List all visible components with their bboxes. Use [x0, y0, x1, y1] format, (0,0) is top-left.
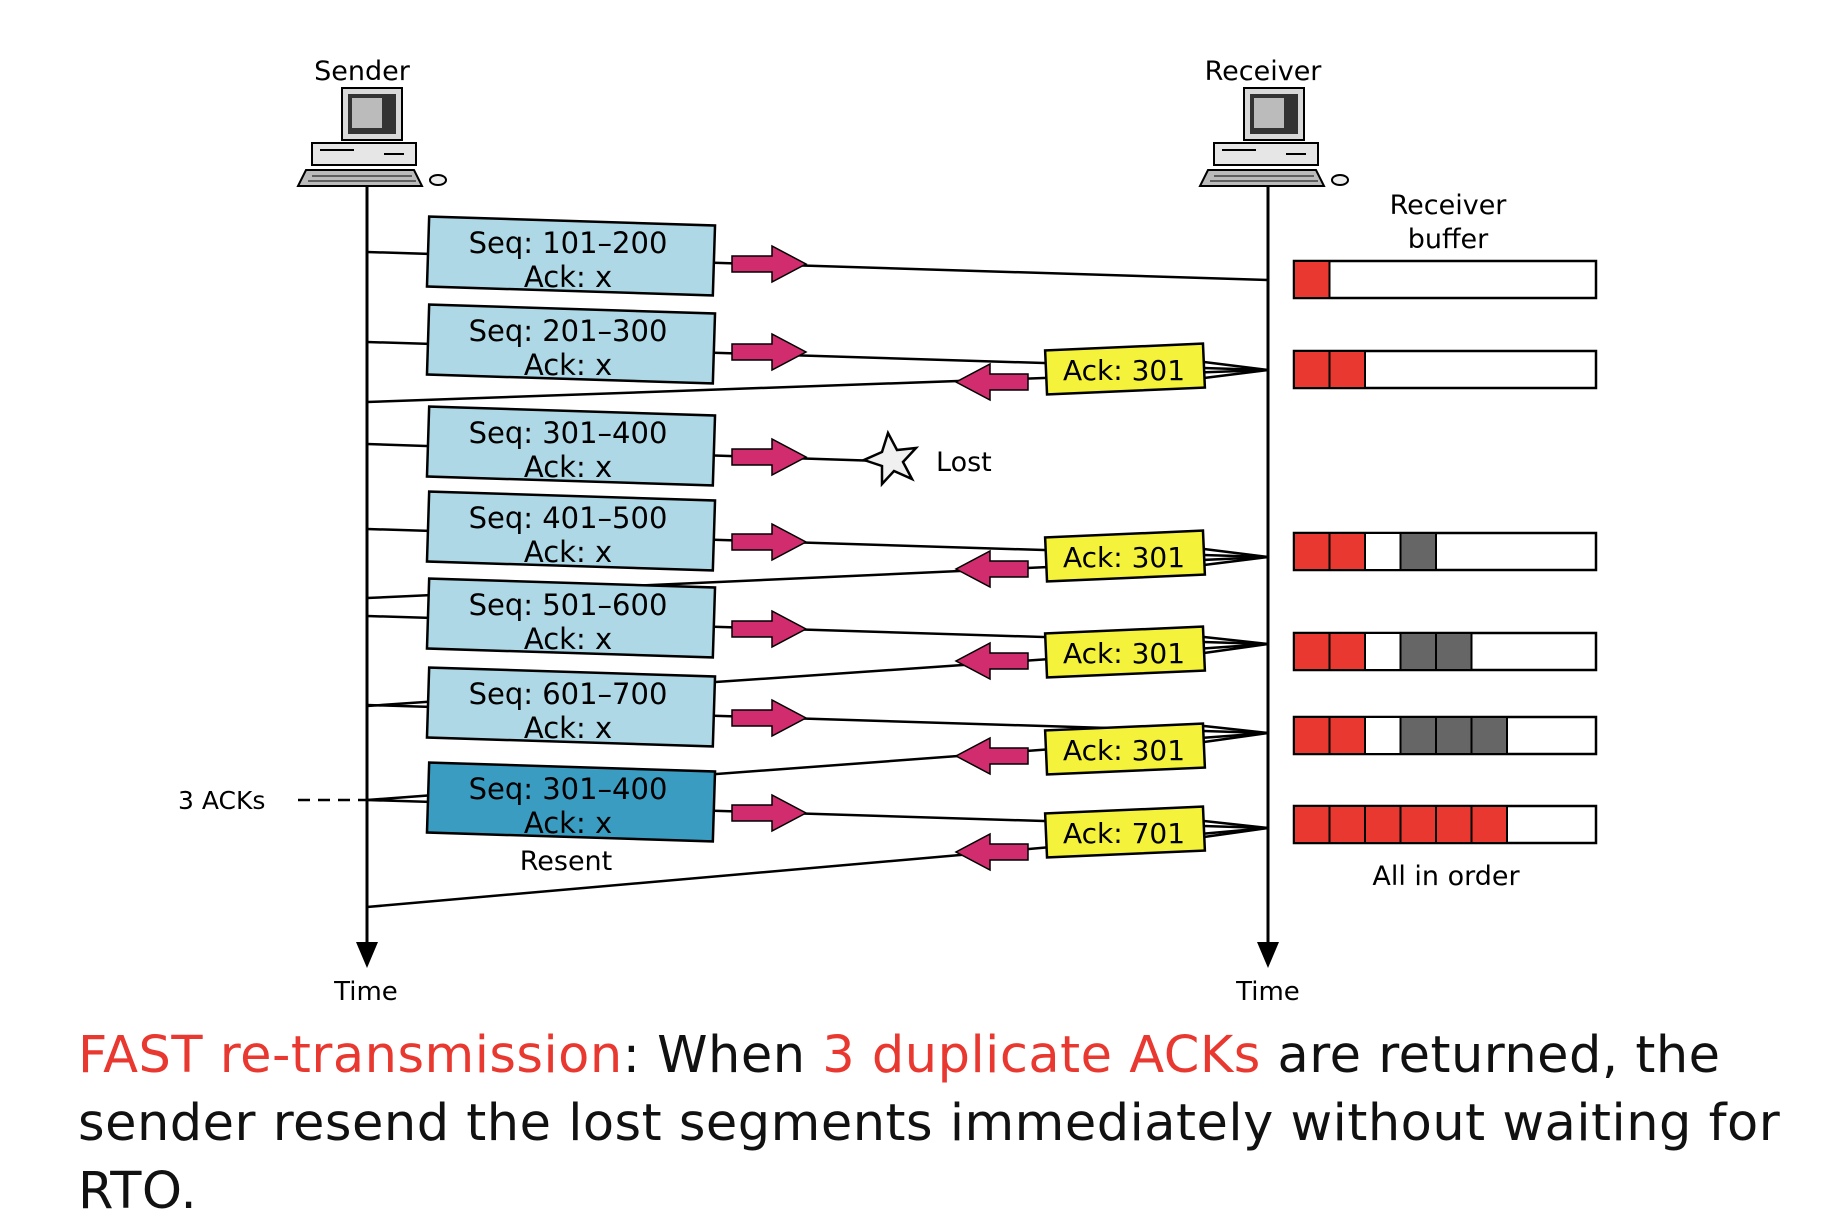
buffer-cell	[1399, 805, 1437, 844]
forward-arrow-icon	[731, 332, 808, 372]
segment-ack: Ack: x	[524, 806, 612, 840]
backward-arrow-icon	[954, 641, 1029, 681]
buffer-row	[1292, 259, 1598, 300]
receiver-computer-icon	[1199, 87, 1349, 187]
ack-box-5: Ack: 701	[1043, 805, 1269, 859]
lost-label: Lost	[936, 447, 992, 478]
segment-ack: Ack: x	[524, 711, 612, 745]
buffer-cell	[1328, 805, 1366, 844]
segment-box-4: Seq: 401–500 Ack: x	[425, 490, 717, 572]
buffer-cell	[1364, 632, 1402, 671]
buffer-cell	[1435, 716, 1473, 755]
buffer-cell	[1293, 805, 1331, 844]
segment-seq: Seq: 301–400	[469, 772, 668, 806]
backward-arrow-icon	[954, 549, 1029, 589]
buffer-cell	[1435, 805, 1473, 844]
forward-arrow-icon	[731, 244, 808, 284]
receiver-time-arrowhead	[1257, 942, 1279, 968]
receiver-label: Receiver	[1205, 56, 1323, 87]
buffer-cell	[1328, 716, 1366, 755]
segment-ack: Ack: x	[524, 535, 612, 569]
caption-highlight-fast: FAST re-transmission	[78, 1026, 623, 1085]
forward-arrow-icon	[731, 793, 808, 833]
buffer-cell	[1328, 532, 1366, 571]
buffer-cell	[1364, 532, 1402, 571]
caption: FAST re-transmission: When 3 duplicate A…	[78, 1022, 1798, 1226]
forward-arrow-icon	[731, 522, 808, 562]
ack-box-3: Ack: 301	[1043, 625, 1269, 679]
backward-arrow-icon	[954, 736, 1029, 776]
segment-seq: Seq: 501–600	[469, 588, 668, 622]
segment-box-6: Seq: 601–700 Ack: x	[425, 666, 717, 748]
buffer-cell	[1399, 632, 1437, 671]
lost-star-icon	[860, 429, 920, 488]
resent-label: Resent	[520, 846, 613, 877]
sender-computer-icon	[297, 87, 447, 187]
caption-highlight-dup-acks: 3 duplicate ACKs	[822, 1026, 1261, 1085]
receiver-buffers	[1292, 259, 1598, 845]
sender-time-arrowhead	[356, 942, 378, 968]
segment-box-3: Seq: 301–400 Ack: x	[425, 405, 717, 487]
buffer-cell	[1328, 350, 1366, 389]
buffer-cell	[1470, 805, 1508, 844]
buffer-cell	[1399, 532, 1437, 571]
caption-text: : When	[622, 1026, 823, 1085]
segment-box-resent: Seq: 301–400 Ack: x	[425, 761, 717, 843]
fast-retransmission-diagram: Sender Receiver Time Time Receiver buffe…	[178, 56, 1598, 1007]
segment-seq: Seq: 401–500	[469, 501, 668, 535]
ack-label: Ack: 301	[1063, 541, 1185, 574]
buffer-cell	[1328, 632, 1366, 671]
buffer-cell	[1293, 350, 1331, 389]
forward-arrow-icon	[731, 437, 808, 477]
receiver-buffer-label-line1: Receiver	[1390, 190, 1508, 221]
segment-ack: Ack: x	[524, 260, 612, 294]
backward-arrows	[954, 362, 1029, 872]
ack-label: Ack: 301	[1063, 637, 1185, 670]
forward-arrow-icon	[731, 609, 808, 649]
segment-seq: Seq: 601–700	[469, 677, 668, 711]
ack-label: Ack: 701	[1063, 817, 1185, 850]
segment-ack: Ack: x	[524, 348, 612, 382]
backward-arrow-icon	[954, 832, 1029, 872]
buffer-cell	[1364, 716, 1402, 755]
segment-box-2: Seq: 201–300 Ack: x	[425, 303, 717, 385]
ack-label: Ack: 301	[1063, 734, 1185, 767]
buffer-cell	[1293, 532, 1331, 571]
segment-box-5: Seq: 501–600 Ack: x	[425, 577, 717, 659]
three-acks-label: 3 ACKs	[178, 786, 265, 815]
receiver-buffer-label-line2: buffer	[1408, 224, 1489, 255]
all-in-order-label: All in order	[1372, 861, 1520, 892]
sender-time-label: Time	[333, 977, 398, 1007]
forward-arrows	[731, 244, 808, 833]
ack-box-1: Ack: 301	[1043, 342, 1269, 396]
segment-seq: Seq: 201–300	[469, 314, 668, 348]
buffer-cell	[1293, 632, 1331, 671]
sender-label: Sender	[314, 56, 411, 87]
caption-text-rest: are returned, the sender resend the lost…	[78, 1026, 1781, 1221]
buffer-cell	[1364, 805, 1402, 844]
buffer-cell	[1293, 260, 1331, 299]
ack-label: Ack: 301	[1063, 354, 1185, 387]
buffer-cell	[1470, 716, 1508, 755]
ack-box-2: Ack: 301	[1043, 529, 1269, 583]
forward-arrow-icon	[731, 698, 808, 738]
buffer-cell	[1293, 716, 1331, 755]
segment-box-1: Seq: 101–200 Ack: x	[425, 215, 717, 297]
ack-box-4: Ack: 301	[1043, 722, 1269, 776]
receiver-time-label: Time	[1235, 977, 1300, 1007]
segment-seq: Seq: 101–200	[469, 226, 668, 260]
segment-seq: Seq: 301–400	[469, 416, 668, 450]
buffer-cell	[1435, 632, 1473, 671]
segment-ack: Ack: x	[524, 622, 612, 656]
backward-arrow-icon	[954, 362, 1029, 402]
buffer-cell	[1399, 716, 1437, 755]
segment-ack: Ack: x	[524, 450, 612, 484]
